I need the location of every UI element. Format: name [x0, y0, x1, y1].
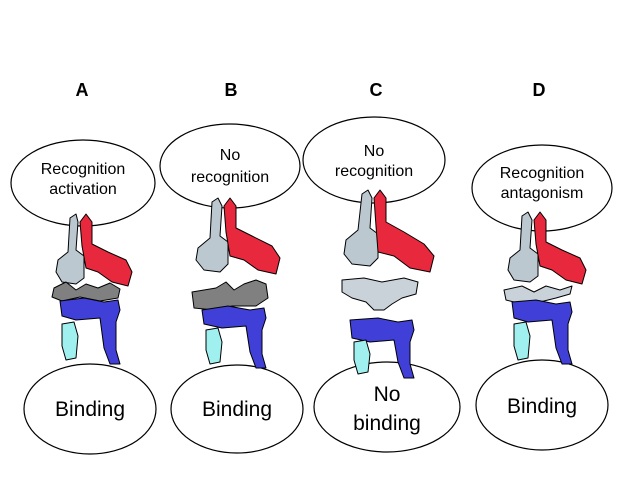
binding-ellipse-c: [313, 361, 461, 453]
tcr-beta-chain-a: [79, 213, 133, 287]
recognition-text-b-line1: No: [220, 147, 241, 164]
panel-label-a: A: [76, 80, 89, 100]
tcr-alpha-chain-b: [195, 197, 229, 273]
mhc-light-chain-b: [205, 327, 223, 365]
binding-text-b: Binding: [202, 398, 272, 421]
recognition-text-b-line2: recognition: [191, 169, 269, 186]
peptide-c: [341, 277, 419, 311]
tcr-complex-b: [191, 197, 281, 369]
binding-ellipse-b: [170, 364, 304, 454]
recognition-text-c-line1: No: [364, 143, 385, 160]
tcr-complex-c: [341, 189, 435, 379]
tcr-alpha-chain-a: [55, 213, 85, 285]
mhc-heavy-chain-a: [59, 297, 121, 365]
binding-ellipse-d: [475, 359, 609, 451]
tcr-beta-chain-d: [533, 211, 587, 285]
mhc-light-chain-c: [353, 339, 371, 375]
binding-text-c-line2: binding: [353, 412, 421, 435]
panel-label-b: B: [225, 80, 238, 100]
panel-d: D Recognition antagonism Binding: [471, 80, 613, 451]
recognition-text-a-line1: Recognition: [41, 161, 126, 178]
mhc-heavy-chain-b: [201, 305, 267, 369]
mhc-heavy-chain-c: [349, 317, 415, 379]
binding-text-a: Binding: [55, 398, 125, 421]
panel-label-c: C: [370, 80, 383, 100]
binding-text-c-line1: No: [374, 383, 401, 406]
peptide-b: [191, 279, 269, 311]
tcr-alpha-chain-d: [507, 211, 539, 283]
recognition-text-c-line2: recognition: [335, 163, 413, 180]
recognition-ellipse-b: [159, 123, 301, 209]
recognition-text-a-line2: activation: [49, 181, 117, 198]
tcr-complex-a: [51, 213, 133, 365]
recognition-ellipse-c: [302, 116, 446, 204]
tcr-beta-chain-c: [373, 189, 435, 273]
recognition-text-d-line1: Recognition: [500, 165, 585, 182]
mhc-light-chain-a: [61, 321, 79, 361]
binding-text-d: Binding: [507, 395, 577, 418]
binding-ellipse-a: [23, 363, 157, 455]
recognition-text-d-line2: antagonism: [501, 185, 584, 202]
mhc-heavy-chain-d: [511, 299, 573, 365]
panel-b: B No recognition Binding: [159, 80, 304, 454]
panel-label-d: D: [533, 80, 546, 100]
panel-c: C No recognition No binding: [302, 80, 461, 453]
tcr-alpha-chain-c: [343, 189, 379, 267]
mhc-light-chain-d: [513, 321, 531, 361]
tcr-complex-d: [503, 211, 587, 365]
panel-a: A Recognition activation Binding: [10, 80, 157, 455]
tcr-beta-chain-b: [223, 197, 281, 275]
